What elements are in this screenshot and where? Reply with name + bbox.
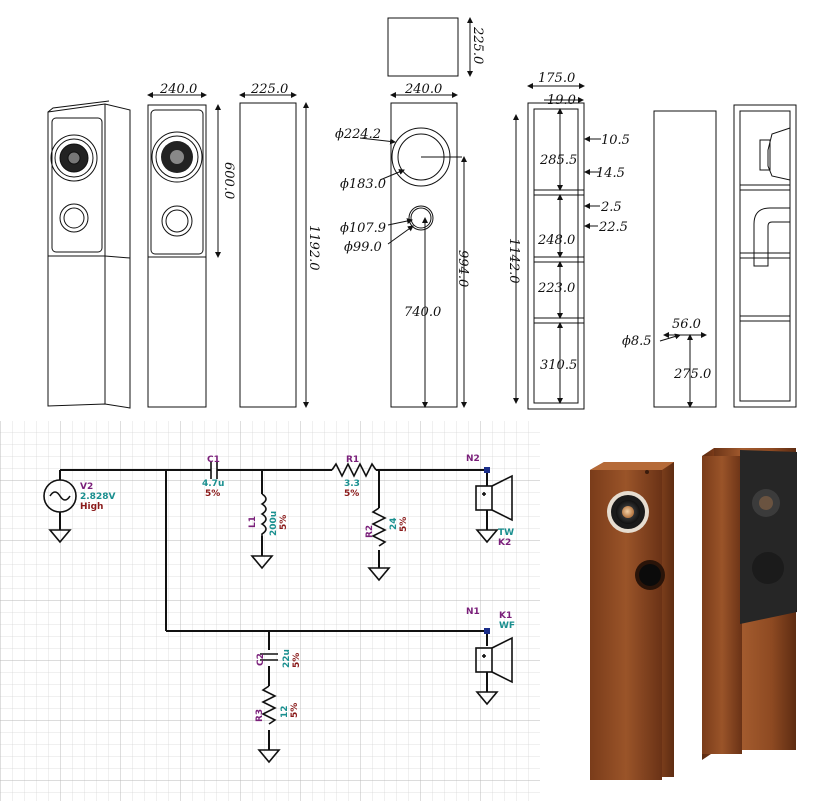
chamber2-b: 22.5 [598,220,628,235]
baffle-view: 240.0 ϕ224.2 ϕ183.0 ϕ107.9 ϕ99.0 740.0 9… [335,82,470,408]
front-width-dim: 240.0 [159,82,197,97]
r2-tol: 5% [399,517,409,532]
ground-icon [475,691,499,706]
section-depth-dim: 175.0 [538,71,575,86]
chamber1-a: 10.5 [601,133,630,148]
tweeter-inner-dia: ϕ183.0 [340,177,386,192]
baffle-width-dim: 240.0 [404,82,442,97]
r1-ref: R1 [346,455,359,465]
l1-tol: 5% [279,515,289,530]
ground-icon [250,555,274,570]
c1-ref: C1 [207,455,220,465]
speaker-photo [590,448,797,780]
capacitor-c2: C2 22u 5% [256,649,302,668]
baffle-port-height: 740.0 [404,305,441,320]
perspective-outline [47,100,131,409]
speaker-left-render [590,462,674,780]
port-outer-dia: ϕ107.9 [340,221,386,236]
woofer-tag: WF [499,621,515,631]
front-view: 240.0 600.0 [147,82,236,408]
chamber1-b: 14.5 [596,166,625,181]
technical-drawings: 240.0 600.0 225.0 1192.0 225.0 240.0 [47,17,797,410]
tweeter-outer-dia: ϕ224.2 [335,127,381,142]
v2-ref: V2 [80,482,93,492]
r3-ref: R3 [255,709,265,722]
c2-value: 22u [282,649,292,668]
speaker-icon [491,636,513,684]
ground-icon [48,529,72,544]
node-n1 [484,628,490,634]
voltage-source-v2: V2 2.828V High [43,479,115,544]
port-inner-dia: ϕ99.0 [344,240,382,255]
side-hole-offset: 56.0 [672,317,701,332]
l1-ref: L1 [248,516,258,528]
woofer-k1: N1 K1 WF [466,607,515,706]
front-height-dim: 600.0 [221,162,236,199]
side-hole-dia: ϕ8.5 [622,334,652,349]
tweeter-k2: N2 TW K2 [466,454,514,548]
v2-value: 2.828V [80,492,115,502]
ground-icon [475,529,499,544]
resistor-r1: R1 3.3 5% [331,455,377,499]
r1-tol: 5% [344,489,359,499]
r2-value: 24 [389,517,399,530]
r3-value: 12 [280,705,290,718]
section-panel-dim: 19.0 [547,93,576,108]
n2-label: N2 [466,454,480,464]
woofer-ref: K1 [499,611,512,621]
wires [59,469,488,750]
side-view: 225.0 1192.0 [239,82,321,408]
top-box-dim: 225.0 [470,26,485,64]
crossover-schematic: V2 2.828V High C1 4.7u 5% L1 200u 5% R1 [0,421,540,801]
baffle-tweeter-height: 994.0 [455,250,470,287]
section-view: 175.0 19.0 1142.0 285.5 10.5 14.5 248.0 … [506,71,630,410]
side-hole-height: 275.0 [673,367,711,382]
v2-tag: High [80,502,103,512]
r2-ref: R2 [365,525,375,538]
tweeter-tag: TW [498,528,514,538]
c1-tol: 5% [205,489,220,499]
inductor-l1: L1 200u 5% [248,493,289,570]
c2-ref: C2 [256,653,266,666]
c1-value: 4.7u [202,479,224,489]
resistor-r2: R2 24 5% [365,507,409,582]
ground-icon [257,749,281,764]
chamber3-dim: 223.0 [537,281,575,296]
node-n2 [484,467,490,473]
chamber2-dim: 248.0 [537,233,575,248]
chamber4-dim: 310.5 [540,358,577,373]
side-height-dim: 1192.0 [306,225,321,271]
r1-value: 3.3 [344,479,360,489]
section-height-dim: 1142.0 [506,238,521,284]
capacitor-c1: C1 4.7u 5% [196,455,232,499]
speaker-icon [491,474,513,522]
speaker-right-render [702,448,797,760]
n1-label: N1 [466,607,480,617]
c2-tol: 5% [292,653,302,668]
resistor-r3: R3 12 5% [255,685,300,764]
l1-value: 200u [269,511,279,536]
chamber2-a: 2.5 [600,200,622,215]
ground-icon [367,567,391,582]
r3-tol: 5% [290,703,300,718]
rear-view: 56.0 ϕ8.5 275.0 [622,110,717,408]
chamber1-dim: 285.5 [539,153,577,168]
side-depth-dim: 225.0 [250,82,288,97]
top-view: 225.0 [387,17,485,77]
tweeter-ref: K2 [498,538,511,548]
driver-section-view [733,104,797,408]
